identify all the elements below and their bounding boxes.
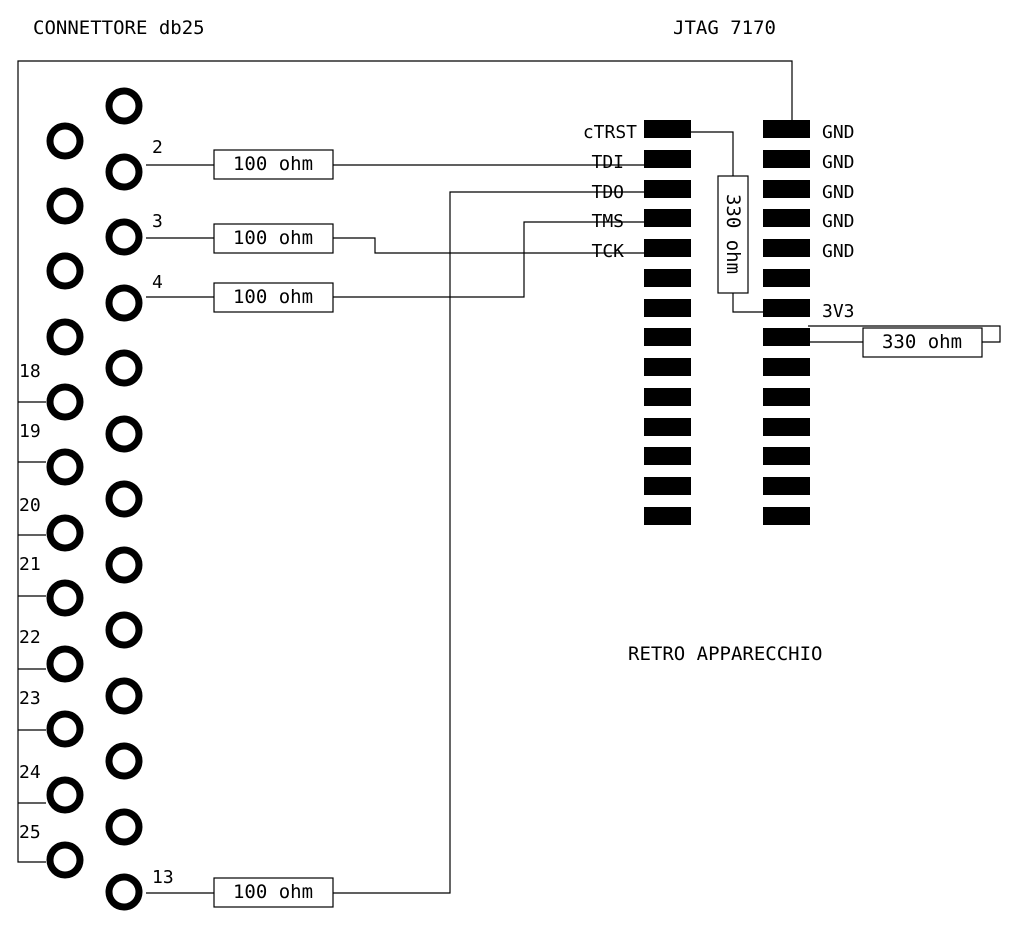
jtag-label-gnd-2: GND (822, 152, 855, 173)
resistor-tms: 100 ohm (213, 282, 334, 313)
db25-pin-11 (105, 742, 143, 780)
resistor-tms-label: 100 ohm (233, 286, 313, 308)
resistor-trst: 330 ohm (717, 175, 749, 294)
jtag-label-gnd-4: GND (822, 211, 855, 232)
jtag-label-3v3: 3V3 (822, 301, 855, 322)
db25-pin-2 (105, 153, 143, 191)
jtag-label-tdi: TDI (591, 152, 624, 173)
db25-title: CONNETTORE db25 (33, 17, 205, 39)
db25-pin-3 (105, 218, 143, 256)
db25-pin-labels: 2 3 4 13 18 19 20 21 22 23 24 25 (19, 137, 174, 888)
db25-pin-23 (46, 710, 84, 748)
pin-label-24: 24 (19, 762, 41, 783)
jtag-label-gnd-3: GND (822, 182, 855, 203)
db25-pin-10 (105, 677, 143, 715)
db25-pin-19 (46, 448, 84, 486)
pin-label-25: 25 (19, 822, 41, 843)
jtag-title: JTAG 7170 (673, 17, 776, 39)
jtag-label-tms: TMS (591, 211, 624, 232)
resistor-tdi-label: 100 ohm (233, 153, 313, 175)
pin-label-2: 2 (152, 137, 163, 158)
signal-wires (146, 131, 1001, 894)
db25-pin-24 (46, 776, 84, 814)
ground-stubs (18, 401, 46, 804)
db25-pin-22 (46, 645, 84, 683)
resistor-tdi: 100 ohm (213, 149, 334, 180)
pin-label-3: 3 (152, 211, 163, 232)
resistor-tck: 100 ohm (213, 223, 334, 254)
pin-label-23: 23 (19, 688, 41, 709)
pin-label-20: 20 (19, 495, 41, 516)
pin-label-13: 13 (152, 867, 174, 888)
db25-pin-14 (46, 122, 84, 160)
db25-pin-1 (105, 87, 143, 125)
db25-pin-5 (105, 349, 143, 387)
pin-label-4: 4 (152, 272, 163, 293)
db25-pin-12 (105, 808, 143, 846)
db25-pin-6 (105, 415, 143, 453)
db25-pin-4 (105, 284, 143, 322)
db25-left-column (46, 122, 84, 879)
jtag-label-ctrst: cTRST (583, 122, 637, 143)
db25-pin-15 (46, 187, 84, 225)
jtag-left-labels: cTRST TDI TDO TMS TCK (583, 122, 637, 262)
resistor-tdo: 100 ohm (213, 877, 334, 908)
jtag-left-column (644, 120, 691, 525)
db25-pin-21 (46, 579, 84, 617)
db25-pin-20 (46, 514, 84, 552)
db25-pin-17 (46, 318, 84, 356)
db25-pin-13 (105, 873, 143, 911)
jtag-label-tck: TCK (591, 241, 624, 262)
resistor-tdo-label: 100 ohm (233, 881, 313, 903)
pin-label-19: 19 (19, 421, 41, 442)
db25-pin-16 (46, 252, 84, 290)
jtag-label-gnd-5: GND (822, 241, 855, 262)
ground-bus-wire (17, 60, 793, 863)
db25-pin-9 (105, 611, 143, 649)
pin-label-18: 18 (19, 361, 41, 382)
jtag-label-gnd-1: GND (822, 122, 855, 143)
pin-label-22: 22 (19, 627, 41, 648)
db25-pin-8 (105, 546, 143, 584)
db25-pin-25 (46, 841, 84, 879)
db25-pin-18 (46, 383, 84, 421)
back-label: RETRO APPARECCHIO (628, 643, 822, 665)
resistor-trst-label: 330 ohm (722, 194, 744, 274)
resistor-pullup-label: 330 ohm (882, 331, 962, 353)
jtag-right-column (763, 120, 810, 525)
db25-pin-7 (105, 480, 143, 518)
pin-label-21: 21 (19, 554, 41, 575)
resistor-pullup: 330 ohm (862, 327, 983, 358)
jtag-label-tdo: TDO (591, 182, 624, 203)
jtag-right-labels: GND GND GND GND GND 3V3 (822, 122, 855, 322)
resistor-tck-label: 100 ohm (233, 227, 313, 249)
db25-right-column (105, 87, 143, 911)
